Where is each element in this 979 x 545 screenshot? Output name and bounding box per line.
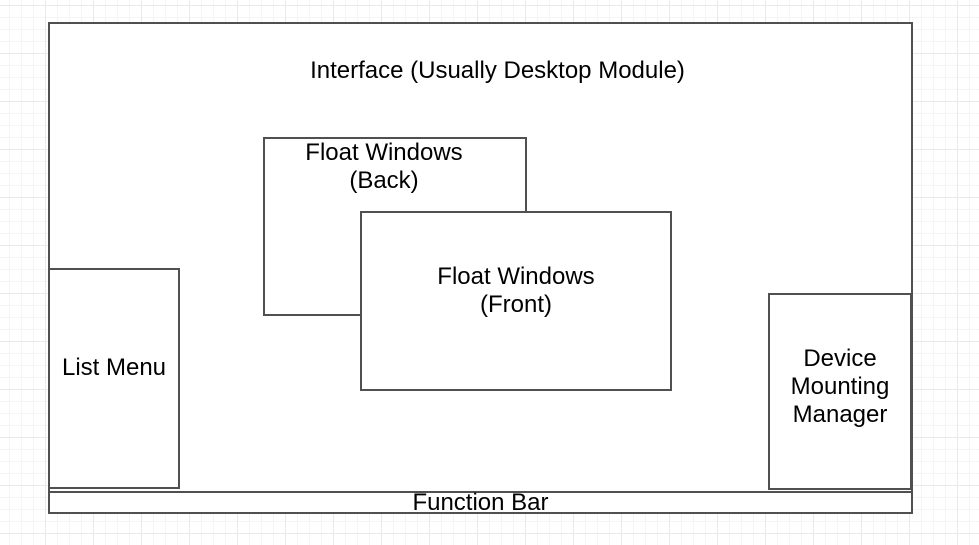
list-menu-label: List Menu	[61, 353, 167, 381]
function-bar[interactable]: Function Bar	[48, 488, 913, 516]
device-mounting-manager-label: Device Mounting Manager	[790, 344, 890, 428]
list-menu-box[interactable]: List Menu	[48, 268, 180, 489]
function-bar-label: Function Bar	[412, 488, 549, 516]
interface-title: Interface (Usually Desktop Module)	[310, 57, 685, 84]
device-mounting-manager-box[interactable]: Device Mounting Manager	[768, 293, 912, 490]
float-window-back-label: Float Windows (Back)	[305, 139, 463, 194]
float-window-front-box[interactable]: Float Windows (Front)	[360, 211, 672, 391]
float-window-front-label: Float Windows (Front)	[437, 263, 595, 318]
